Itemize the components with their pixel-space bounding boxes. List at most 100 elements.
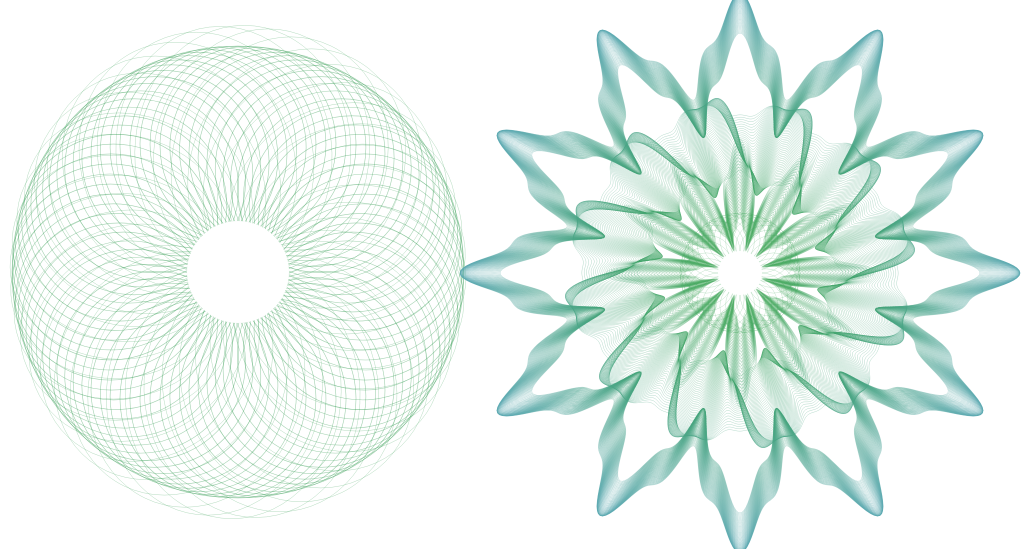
guilloche-outer-band [475, 8, 1005, 538]
guilloche-inner-band [610, 143, 870, 403]
guilloche-outer-band [474, 7, 1006, 539]
guilloche-outer-band [479, 12, 1001, 534]
guilloche-outer-band [459, 0, 1021, 549]
guilloche-inner-band [670, 203, 810, 343]
spiro-loop [214, 277, 412, 474]
guilloche-outer-band [480, 13, 1000, 533]
spiro-loop [21, 222, 219, 420]
spiro-loop [257, 222, 455, 420]
spiro-loop [13, 153, 210, 351]
spiro-loop [169, 298, 367, 495]
guilloche-outer-band [464, 0, 1016, 549]
guilloche-outer-band [482, 15, 998, 531]
guilloche-outer-band [465, 0, 1015, 548]
guilloche-center-loop [679, 246, 733, 300]
guilloche-middle-band [568, 101, 912, 445]
guilloche-center-loop [735, 272, 789, 326]
guilloche-outer-band [462, 0, 1018, 549]
spiro-loop [30, 106, 228, 304]
spiro-loop [179, 295, 376, 493]
guilloche-outer-band [490, 23, 990, 523]
guilloche-outer-band [494, 27, 986, 519]
guilloche-inner-band [677, 210, 803, 336]
spiro-loop [230, 83, 427, 280]
spiro-loop [243, 98, 440, 296]
spiro-ellipse [233, 230, 452, 432]
guilloche-inner-band [623, 156, 857, 390]
guilloche-inner-band [682, 215, 798, 331]
spiro-ellipse [179, 260, 398, 502]
guilloche-outer-band [487, 20, 993, 526]
spiro-ellipse [216, 82, 436, 299]
spiro-loop [36, 98, 233, 296]
spiro-loop [129, 46, 327, 243]
spiro-ellipse [202, 64, 422, 292]
guilloche-middle-band [565, 98, 915, 448]
guilloche-middle-band [567, 100, 913, 446]
guilloche-inner-band [640, 173, 840, 373]
spiro-loop [257, 124, 455, 322]
guilloche-outer-band [474, 7, 1006, 539]
guilloche-outer-band [463, 0, 1017, 549]
spiro-loop [169, 49, 367, 246]
spiro-ellipse [134, 25, 352, 279]
guilloche-outer-band [466, 0, 1014, 547]
spiro-ellipse [161, 263, 380, 512]
spiro-loop [253, 115, 451, 313]
spiro-loop [12, 163, 209, 361]
guilloche-middle-band [572, 105, 908, 441]
guilloche-outer-band [471, 4, 1009, 542]
guilloche-inner-band [613, 146, 867, 400]
guilloche-middle-band [568, 101, 912, 445]
guilloche-middle-band [569, 102, 911, 444]
spiro-ellipse [153, 28, 370, 280]
guilloche-outer-band [495, 28, 985, 518]
spiro-loop [206, 282, 404, 480]
guilloche-middle-band [631, 164, 849, 382]
spiro-loop [197, 287, 395, 485]
spiro-ellipse [16, 133, 235, 327]
guilloche-middle-band [570, 103, 910, 443]
guilloche-inner-band [604, 137, 876, 409]
guilloche-outer-band [496, 29, 984, 517]
guilloche-outer-band [476, 9, 1004, 537]
guilloche-outer-band [464, 0, 1016, 549]
spiro-loop [119, 47, 317, 244]
guilloche-outer-band [471, 4, 1009, 542]
guilloche-inner-band [660, 193, 820, 353]
guilloche-middle-band [634, 167, 846, 379]
spiro-loop [12, 183, 209, 381]
spiro-loop [25, 231, 223, 429]
spiro-loop [197, 59, 395, 257]
guilloche-outer-band [488, 21, 992, 525]
guilloche-inner-band [607, 140, 873, 406]
center-hole [187, 221, 289, 323]
guilloche-middle-band [564, 97, 916, 449]
spiro-loop [21, 124, 219, 322]
spiro-loop [139, 301, 337, 499]
guilloche-inner-band [673, 206, 807, 340]
guilloche-center-loop [719, 213, 773, 266]
guilloche-inner-band [653, 186, 827, 360]
spiro-ellipse [170, 36, 389, 283]
guilloche-inner-band [627, 160, 853, 386]
guilloche-outer-band [484, 17, 996, 529]
guilloche-outer-band [472, 5, 1008, 541]
guilloche-inner-band [650, 183, 830, 363]
guilloche-center-loop [725, 278, 778, 332]
spiro-loop [222, 76, 420, 273]
spiro-loop [149, 301, 347, 498]
spiro-loop [119, 300, 317, 497]
guilloche-center-loop [680, 240, 733, 294]
guilloche-outer-band [469, 2, 1011, 544]
guilloche-middle-band [570, 103, 910, 443]
spiro-loop [25, 115, 223, 313]
spiro-loop [17, 213, 215, 410]
spiro-loop [243, 248, 440, 446]
guilloche-middle-band [571, 104, 909, 442]
spiro-loop [30, 240, 228, 438]
spiro-ellipse [228, 102, 448, 309]
guilloche-center-loop [735, 220, 789, 274]
